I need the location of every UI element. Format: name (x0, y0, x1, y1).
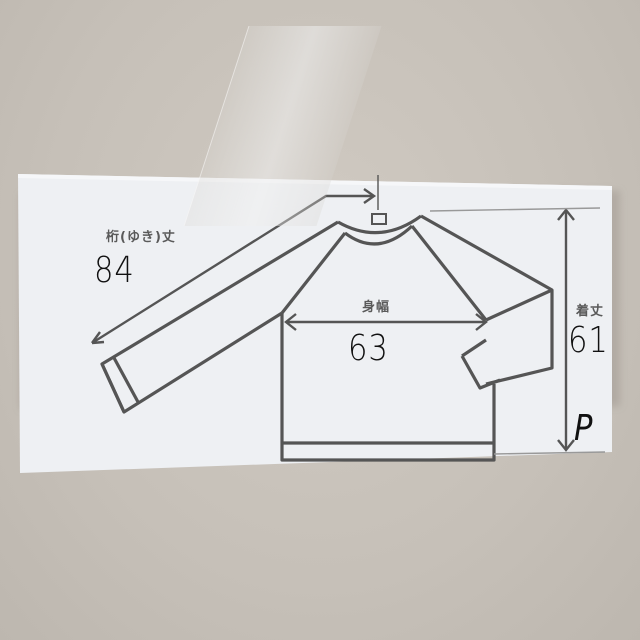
body-width-arrow (284, 313, 488, 331)
handwritten-p-mark: P (574, 408, 594, 449)
total-length-value: 61 (568, 320, 609, 361)
total-length-arrow (429, 207, 606, 455)
body-width-label: 身幅 (362, 300, 391, 315)
total-length-label: 着丈 (576, 304, 605, 319)
body-width-value: 63 (348, 328, 389, 369)
sleeve-length-label: 桁(ゆき)丈 (106, 230, 176, 245)
neck-tag (371, 213, 387, 225)
sweater-outline (100, 214, 554, 462)
sleeve-length-value: 84 (94, 250, 135, 291)
